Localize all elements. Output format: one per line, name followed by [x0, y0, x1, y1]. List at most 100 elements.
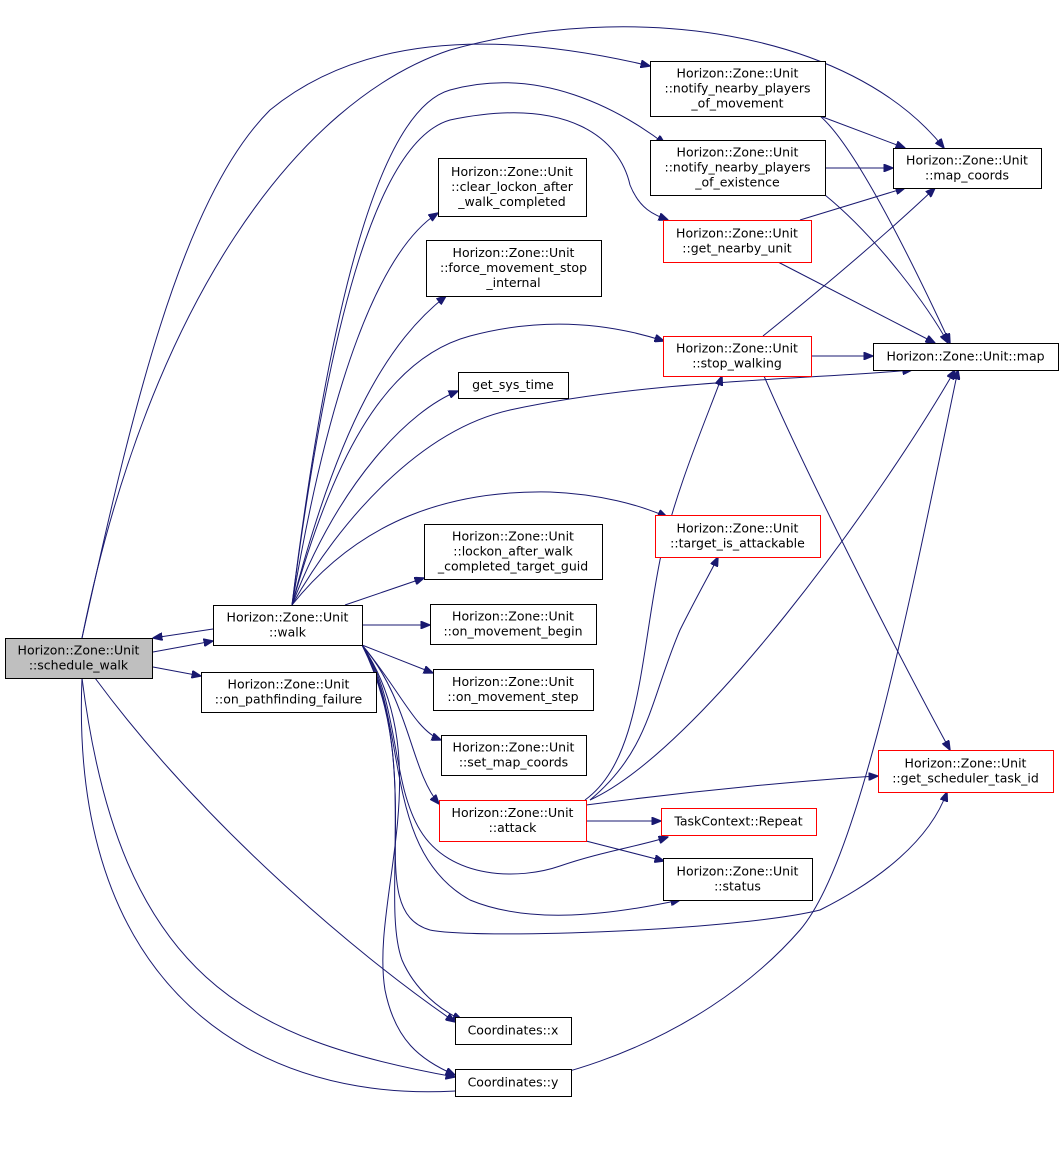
node-box-on-movement-begin[interactable]	[430, 604, 597, 645]
edge-walk-to-coord-x	[361, 644, 462, 1020]
edge-walk-to-lockon-target-guid	[344, 578, 424, 606]
edge-walk-to-force-movement-stop	[291, 296, 446, 606]
edge-walk-to-target-is-attackable	[291, 491, 667, 606]
edge-schedule-walk-to-coord-x	[94, 677, 455, 1022]
node-box-force-movement-stop[interactable]	[426, 240, 602, 297]
edge-walk-to-attack	[361, 644, 439, 804]
node-box-get-scheduler-task-id[interactable]	[878, 750, 1054, 793]
node-label-walk-line-1: Horizon::Zone::Unit	[227, 610, 349, 625]
node-box-coord-x[interactable]	[455, 1017, 572, 1045]
node-label-clear-lockon-line-1: Horizon::Zone::Unit	[451, 164, 573, 179]
node-map[interactable]: Horizon::Zone::Unit::map	[873, 343, 1059, 371]
node-coord-x[interactable]: Coordinates::x	[455, 1017, 572, 1045]
node-box-clear-lockon[interactable]	[438, 158, 587, 217]
node-box-notify-existence[interactable]	[650, 140, 826, 196]
node-box-coord-y[interactable]	[455, 1069, 572, 1097]
node-label-coord-x-line-1: Coordinates::x	[468, 1023, 559, 1038]
node-label-walk-line-2: ::walk	[269, 625, 307, 640]
node-set-map-coords[interactable]: Horizon::Zone::Unit::set_map_coords	[441, 735, 587, 776]
node-box-on-pathfinding-failure[interactable]	[201, 672, 377, 713]
node-box-get-nearby-unit[interactable]	[663, 220, 812, 263]
node-map-coords[interactable]: Horizon::Zone::Unit::map_coords	[893, 148, 1042, 189]
edge-walk-to-notify-existence	[291, 82, 665, 606]
node-label-clear-lockon-line-3: _walk_completed	[457, 194, 565, 209]
node-label-map-coords-line-1: Horizon::Zone::Unit	[906, 153, 1028, 168]
node-schedule-walk[interactable]: Horizon::Zone::Unit::schedule_walk	[5, 638, 153, 679]
node-box-status[interactable]	[663, 858, 813, 901]
node-box-on-movement-step[interactable]	[433, 669, 594, 711]
node-get-nearby-unit[interactable]: Horizon::Zone::Unit::get_nearby_unit	[663, 220, 812, 263]
node-label-stop-walking-line-1: Horizon::Zone::Unit	[676, 341, 798, 356]
node-box-walk[interactable]	[213, 605, 363, 646]
node-attack[interactable]: Horizon::Zone::Unit::attack	[439, 800, 587, 842]
node-label-force-movement-stop-line-2: ::force_movement_stop	[440, 260, 587, 275]
node-label-set-map-coords-line-1: Horizon::Zone::Unit	[453, 740, 575, 755]
edge-schedule-walk-to-coord-y	[81, 677, 455, 1077]
node-box-schedule-walk[interactable]	[5, 638, 153, 679]
node-box-repeat[interactable]	[661, 808, 817, 836]
node-notify-existence[interactable]: Horizon::Zone::Unit::notify_nearby_playe…	[650, 140, 826, 196]
node-label-schedule-walk-line-1: Horizon::Zone::Unit	[18, 643, 140, 658]
edges-layer	[80, 26, 958, 1093]
node-box-notify-movement[interactable]	[650, 61, 826, 117]
node-box-lockon-target-guid[interactable]	[424, 524, 603, 580]
node-clear-lockon[interactable]: Horizon::Zone::Unit::clear_lockon_after_…	[438, 158, 587, 217]
node-label-on-pathfinding-failure-line-2: ::on_pathfinding_failure	[215, 692, 363, 707]
edge-walk-to-map	[291, 370, 912, 606]
node-walk[interactable]: Horizon::Zone::Unit::walk	[213, 605, 363, 646]
node-box-map[interactable]	[873, 343, 1059, 371]
node-label-force-movement-stop-line-3: _internal	[485, 275, 540, 290]
edge-walk-to-on-movement-step	[361, 644, 433, 673]
node-box-stop-walking[interactable]	[663, 336, 812, 377]
node-get-scheduler-task-id[interactable]: Horizon::Zone::Unit::get_scheduler_task_…	[878, 750, 1054, 793]
node-status[interactable]: Horizon::Zone::Unit::status	[663, 858, 813, 901]
node-box-set-map-coords[interactable]	[441, 735, 587, 776]
node-label-attack-line-2: ::attack	[489, 820, 537, 835]
node-label-on-pathfinding-failure-line-1: Horizon::Zone::Unit	[228, 677, 350, 692]
edge-walk-to-coord-y	[361, 644, 455, 1075]
node-label-clear-lockon-line-2: ::clear_lockon_after	[451, 179, 574, 194]
node-label-schedule-walk-line-2: ::schedule_walk	[29, 658, 129, 673]
node-label-get-nearby-unit-line-2: ::get_nearby_unit	[682, 241, 792, 256]
edge-stop-walking-to-map-coords	[762, 188, 935, 337]
node-label-status-line-1: Horizon::Zone::Unit	[677, 864, 799, 879]
node-box-attack[interactable]	[439, 800, 587, 842]
node-label-repeat-line-1: TaskContext::Repeat	[673, 814, 802, 829]
edge-walk-to-get-sys-time	[291, 391, 458, 606]
node-label-get-sys-time-line-1: get_sys_time	[472, 377, 554, 392]
node-stop-walking[interactable]: Horizon::Zone::Unit::stop_walking	[663, 336, 812, 377]
node-on-movement-begin[interactable]: Horizon::Zone::Unit::on_movement_begin	[430, 604, 597, 645]
node-coord-y[interactable]: Coordinates::y	[455, 1069, 572, 1097]
node-notify-movement[interactable]: Horizon::Zone::Unit::notify_nearby_playe…	[650, 61, 826, 117]
node-label-get-nearby-unit-line-1: Horizon::Zone::Unit	[676, 226, 798, 241]
node-label-get-scheduler-task-id-line-1: Horizon::Zone::Unit	[905, 756, 1027, 771]
node-get-sys-time[interactable]: get_sys_time	[458, 372, 569, 399]
edge-stop-walking-to-get-scheduler-task-id	[763, 375, 950, 750]
node-force-movement-stop[interactable]: Horizon::Zone::Unit::force_movement_stop…	[426, 240, 602, 297]
node-lockon-target-guid[interactable]: Horizon::Zone::Unit::lockon_after_walk_c…	[424, 524, 603, 580]
node-label-lockon-target-guid-line-3: _completed_target_guid	[437, 559, 588, 574]
node-label-status-line-2: ::status	[714, 879, 761, 894]
edge-schedule-walk-to-on-pathfinding-failure	[152, 666, 201, 676]
node-target-is-attackable[interactable]: Horizon::Zone::Unit::target_is_attackabl…	[655, 515, 821, 558]
edge-attack-to-get-scheduler-task-id	[585, 776, 878, 806]
node-on-movement-step[interactable]: Horizon::Zone::Unit::on_movement_step	[433, 669, 594, 711]
node-box-target-is-attackable[interactable]	[655, 515, 821, 558]
node-repeat[interactable]: TaskContext::Repeat	[661, 808, 817, 836]
node-label-coord-y-line-1: Coordinates::y	[468, 1075, 559, 1090]
node-box-get-sys-time[interactable]	[458, 372, 569, 399]
edge-schedule-walk-to-map	[80, 370, 958, 1093]
node-label-notify-movement-line-2: ::notify_nearby_players	[665, 81, 811, 96]
edge-walk-to-schedule-walk	[153, 628, 214, 638]
edge-walk-to-get-nearby-unit	[291, 112, 668, 606]
edge-attack-to-target-is-attackable	[589, 557, 718, 801]
node-label-lockon-target-guid-line-1: Horizon::Zone::Unit	[452, 529, 574, 544]
node-label-on-movement-step-line-1: Horizon::Zone::Unit	[452, 674, 574, 689]
edge-notify-movement-to-map	[819, 115, 950, 343]
node-box-map-coords[interactable]	[893, 148, 1042, 189]
node-label-map-coords-line-2: ::map_coords	[925, 168, 1009, 183]
edge-schedule-walk-to-notify-movement	[81, 43, 650, 639]
node-on-pathfinding-failure[interactable]: Horizon::Zone::Unit::on_pathfinding_fail…	[201, 672, 377, 713]
node-label-set-map-coords-line-2: ::set_map_coords	[459, 755, 568, 770]
